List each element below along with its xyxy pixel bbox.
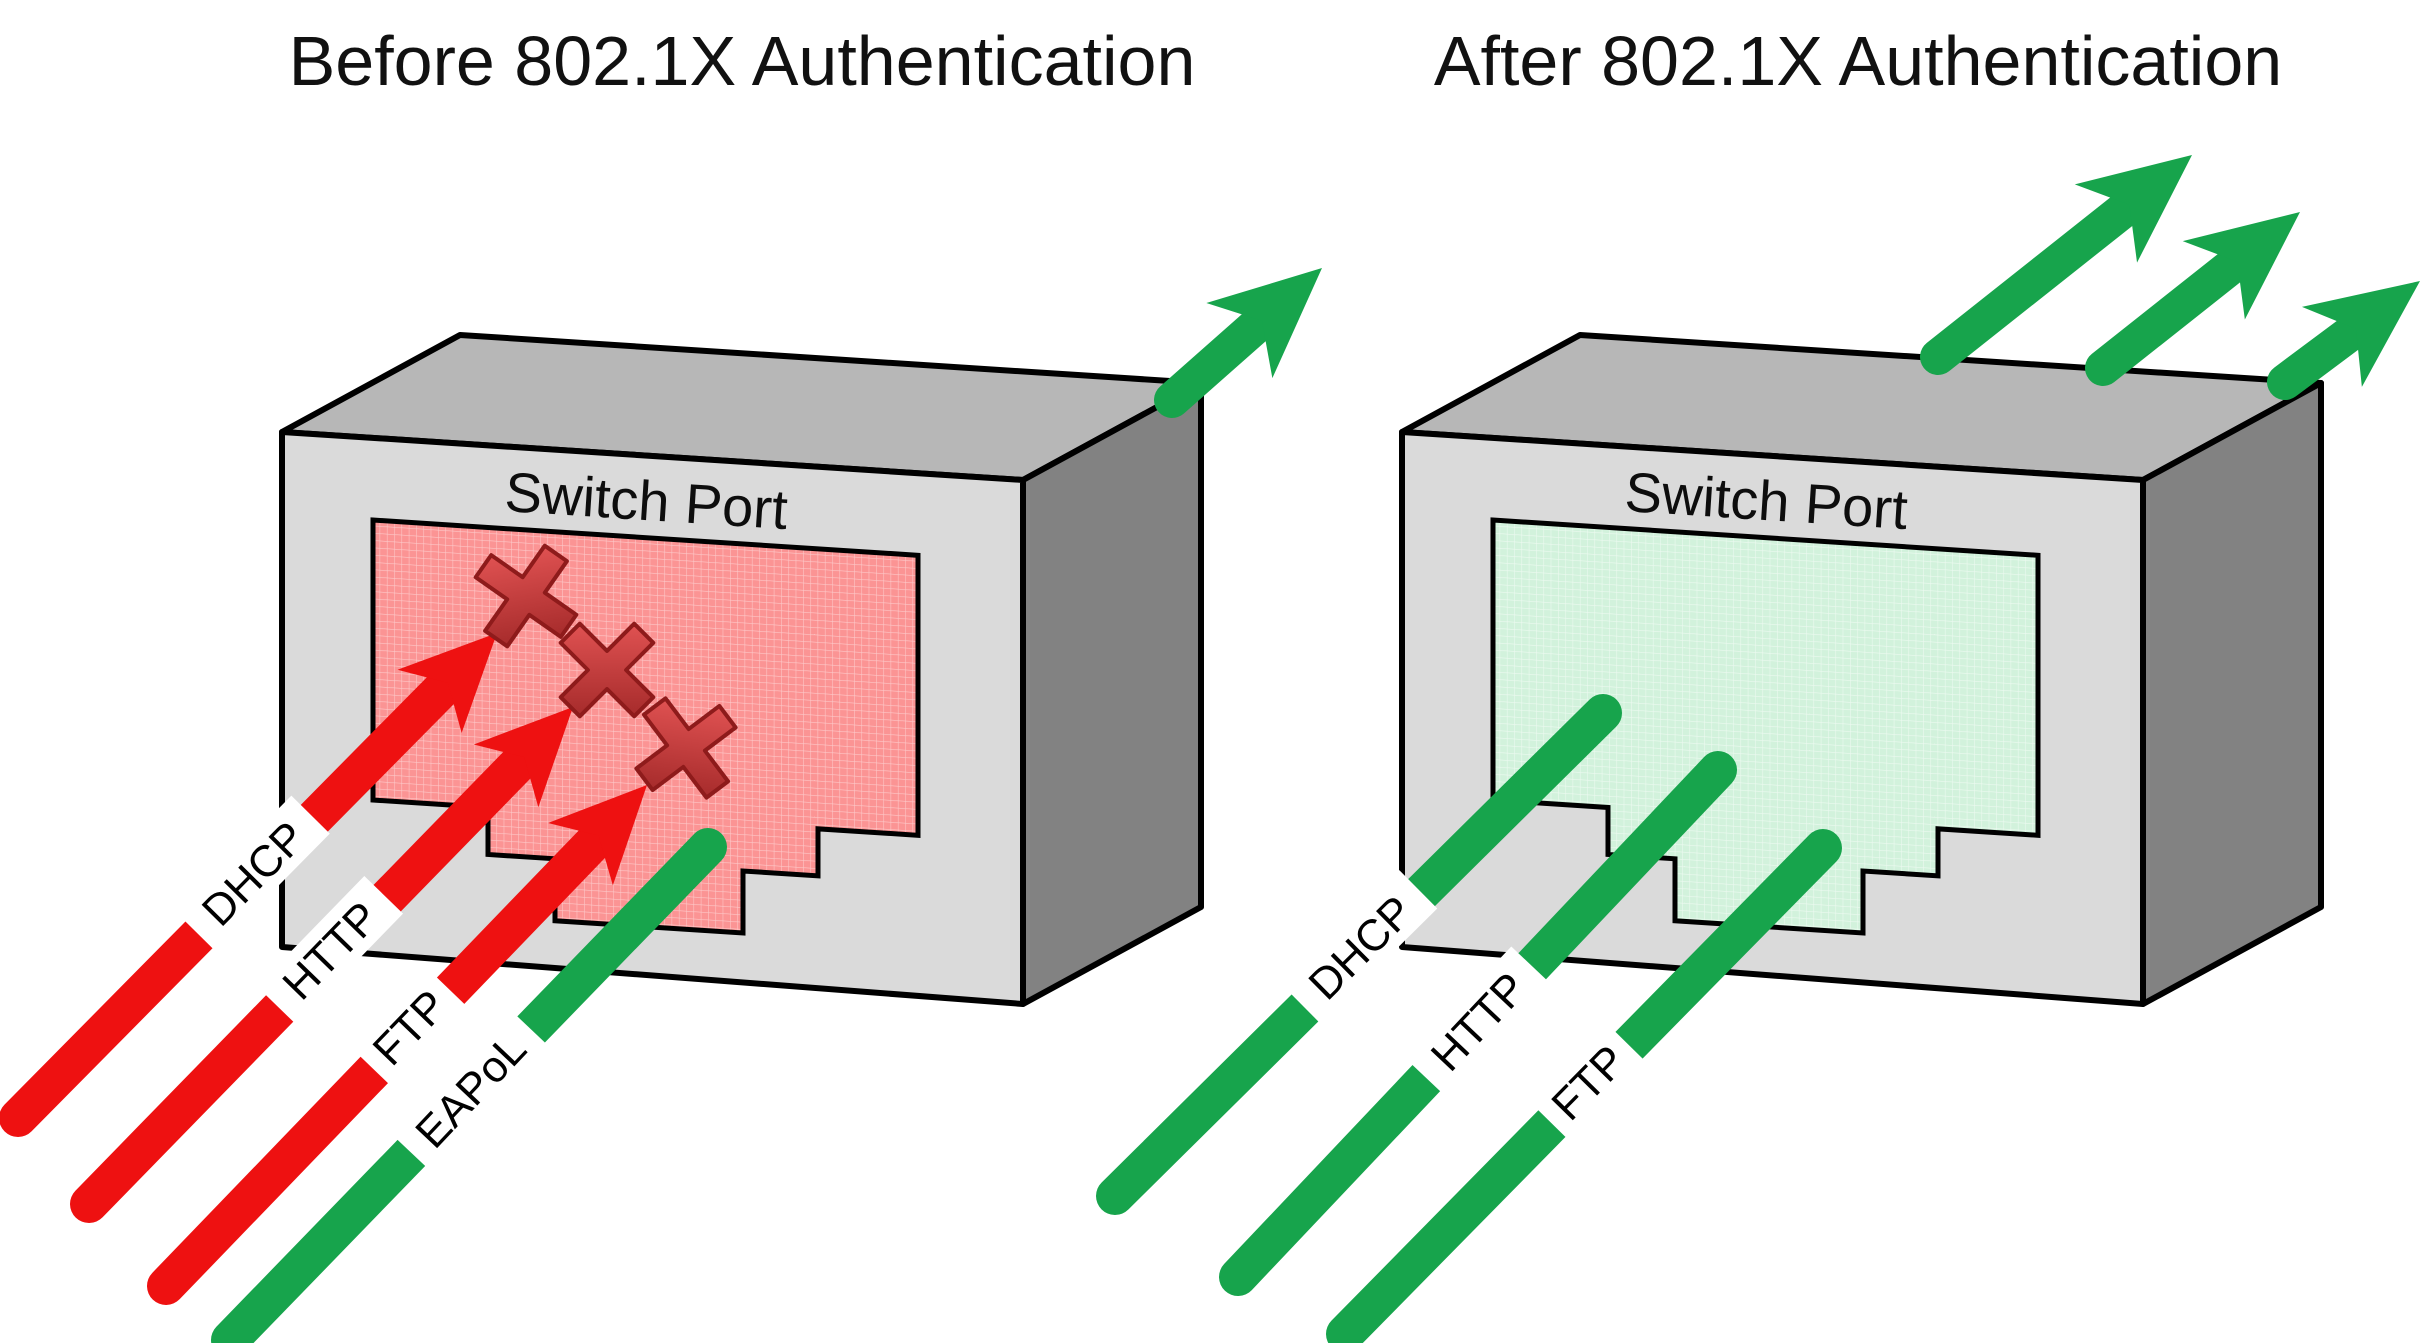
- egress-arrow: [1154, 230, 1356, 418]
- switch-box-side-face: [2140, 380, 2324, 1007]
- label-strip-bg: [256, 875, 404, 1025]
- label-strip-bg: [391, 1008, 549, 1172]
- arrow-shaft: [2085, 247, 2251, 386]
- rj45-port-cutout-allowed: [1490, 517, 2041, 936]
- label-strip-bg: [176, 795, 330, 951]
- egress-arrow: [2085, 172, 2332, 386]
- port-cutout-group: [1490, 517, 2041, 936]
- label-strip-bg: [1405, 946, 1551, 1096]
- label-strip-bg: [1530, 1023, 1646, 1141]
- panel-after: After 802.1X Authentication Switch Port …: [1096, 22, 2423, 1343]
- flow-label-strip: HTTP: [1405, 946, 1551, 1096]
- arrow-shaft: [1154, 306, 1276, 418]
- panel-title: After 802.1X Authentication: [1434, 22, 2282, 100]
- panel-title: Before 802.1X Authentication: [289, 22, 1196, 100]
- egress-arrow: [1920, 115, 2224, 375]
- label-strip-bg: [351, 968, 467, 1086]
- egress-arrows: [1920, 115, 2423, 400]
- label-strip-bg: [1282, 870, 1438, 1024]
- arrow-shaft: [2267, 314, 2370, 400]
- switch-box-side-face: [1020, 380, 1204, 1007]
- egress-arrow: [2267, 240, 2423, 400]
- arrow-shaft: [1920, 190, 2144, 375]
